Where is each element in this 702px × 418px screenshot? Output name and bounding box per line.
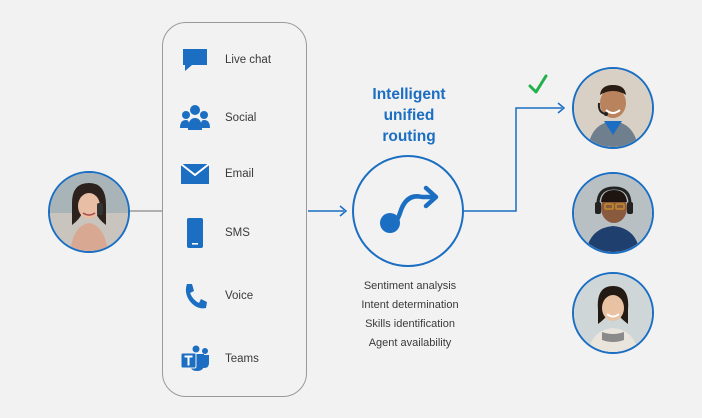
feature-item: Intent determination — [361, 299, 459, 311]
route-arrow-icon — [380, 185, 439, 233]
checkmark-icon — [528, 74, 548, 94]
channel-label: Email — [225, 168, 254, 180]
feature-item: Skills identification — [365, 318, 455, 330]
channel-social: Social — [179, 102, 256, 134]
channel-sms: SMS — [179, 217, 250, 249]
channels-panel: Live chat Social — [162, 22, 307, 397]
router-arrowhead — [339, 205, 348, 217]
envelope-icon — [179, 158, 211, 190]
agent-arrowhead — [557, 102, 566, 114]
phone-handset-icon — [179, 280, 211, 312]
chat-bubble-icon — [179, 44, 211, 76]
router-to-agent-line — [464, 107, 562, 212]
agent-avatar — [572, 172, 654, 254]
channel-live-chat: Live chat — [179, 44, 271, 76]
routing-title: Intelligent unified routing — [350, 84, 468, 147]
teams-logo-icon — [179, 343, 211, 375]
routing-title-line: unified — [383, 107, 435, 124]
routing-title-line: Intelligent — [372, 86, 446, 103]
routing-features: Sentiment analysis Intent determination … — [340, 277, 480, 353]
channel-label: Teams — [225, 353, 259, 365]
feature-item: Sentiment analysis — [363, 280, 457, 292]
channel-label: Social — [225, 112, 257, 124]
channel-email: Email — [179, 158, 254, 190]
channel-teams: Teams — [179, 343, 259, 375]
agent-avatar — [572, 272, 654, 354]
mobile-phone-icon — [179, 217, 211, 249]
channel-label: Live chat — [225, 54, 272, 66]
agent-avatar-selected — [572, 67, 654, 149]
customer-avatar — [48, 171, 130, 253]
people-group-icon — [179, 102, 211, 134]
routing-hub — [352, 155, 464, 267]
routing-title-line: routing — [382, 128, 436, 145]
channel-label: Voice — [225, 290, 254, 302]
channel-voice: Voice — [179, 280, 253, 312]
channel-label: SMS — [225, 227, 250, 239]
feature-item: Agent availability — [368, 337, 452, 349]
